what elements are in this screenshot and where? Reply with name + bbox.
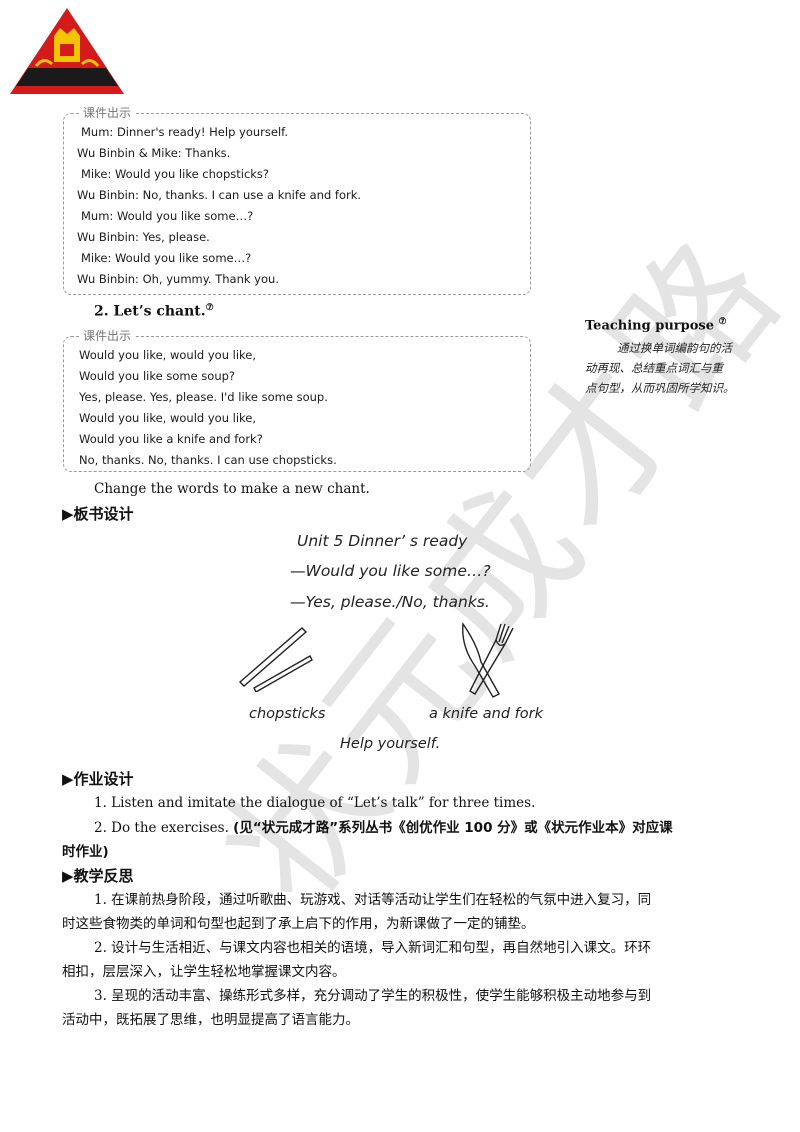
- teaching-purpose-line: 通过换单词编韵句的活: [617, 341, 732, 355]
- dialogue-line: Mum: Would you like some…?: [81, 209, 254, 223]
- board-line-question: —Would you like some…?: [290, 562, 491, 580]
- chopsticks-icon: [238, 627, 313, 692]
- homework-item-2-text: 2. Do the exercises.: [94, 820, 234, 836]
- dialogue-line: Mike: Would you like some…?: [81, 251, 252, 265]
- reflection-paragraph-1-cont: 时这些食物类的单词和句型也起到了承上启下的作用，为新课做了一定的铺垫。: [62, 916, 535, 932]
- footnote-mark: ⑦: [205, 303, 214, 313]
- chant-line: Would you like some soup?: [79, 369, 236, 383]
- homework-item-2: 2. Do the exercises. (见“状元成才路”系列丛书《创优作业 …: [94, 816, 673, 840]
- dialogue-line: Wu Binbin & Mike: Thanks.: [77, 146, 231, 160]
- chant-line: No, thanks. No, thanks. I can use chopst…: [79, 453, 337, 467]
- chant-line: Yes, please. Yes, please. I'd like some …: [79, 390, 328, 404]
- dialogue-line: Mike: Would you like chopsticks?: [81, 167, 270, 181]
- teaching-purpose-label: Teaching purpose: [585, 318, 714, 334]
- board-label-chopsticks: chopsticks: [249, 706, 326, 722]
- dialogue-line: Wu Binbin: Yes, please.: [77, 230, 210, 244]
- box-tag: 课件出示: [80, 327, 135, 344]
- board-line-help: Help yourself.: [340, 736, 441, 752]
- reflection-paragraph-1: 1. 在课前热身阶段，通过听歌曲、玩游戏、对话等活动让学生们在轻松的气氛中进入复…: [94, 892, 652, 908]
- board-label-knife-fork: a knife and fork: [429, 706, 543, 722]
- reflection-paragraph-3: 3. 呈现的活动丰富、操练形式多样，充分调动了学生的积极性，使学生能够积极主动地…: [94, 988, 652, 1004]
- chant-line: Would you like, would you like,: [79, 411, 257, 425]
- dialogue-line: Wu Binbin: Oh, yummy. Thank you.: [77, 272, 279, 286]
- change-words-text: Change the words to make a new chant.: [94, 481, 370, 497]
- dialogue-line: Mum: Dinner's ready! Help yourself.: [81, 125, 289, 139]
- board-design-heading: ▶板书设计: [62, 505, 134, 523]
- teaching-purpose-line: 点句型，从而巩固所学知识。: [585, 381, 735, 395]
- knife-and-fork-icon: [462, 622, 514, 698]
- teaching-purpose-line: 动再现、总结重点词汇与重: [585, 361, 723, 375]
- chant-line: Would you like a knife and fork?: [79, 432, 263, 446]
- homework-item-2-ref: (见“状元成才路”系列丛书《创优作业 100 分》或《状元作业本》对应课: [233, 820, 673, 836]
- board-line-answer: —Yes, please./No, thanks.: [290, 593, 490, 611]
- chant-title: 2. Let’s chant.: [94, 303, 206, 320]
- box-tag: 课件出示: [80, 104, 135, 121]
- chant-heading: 2. Let’s chant.⑦: [94, 303, 214, 320]
- board-line-title: Unit 5 Dinner’ s ready: [297, 532, 468, 550]
- teaching-purpose-text: 通过换单词编韵句的活 动再现、总结重点词汇与重 点句型，从而巩固所学知识。: [585, 338, 785, 398]
- publisher-logo: [10, 8, 124, 94]
- reflection-paragraph-2: 2. 设计与生活相近、与课文内容也相关的语境，导入新词汇和句型，再自然地引入课文…: [94, 940, 652, 956]
- dialogue-box: [63, 113, 531, 295]
- homework-item-1: 1. Listen and imitate the dialogue of “L…: [94, 795, 536, 811]
- teaching-purpose-title: Teaching purpose ⑦: [585, 317, 727, 333]
- reflection-paragraph-3-cont: 活动中，既拓展了思维，也明显提高了语言能力。: [62, 1012, 359, 1028]
- homework-item-2-end: 时作业): [62, 844, 109, 860]
- homework-heading: ▶作业设计: [62, 770, 134, 788]
- footnote-mark: ⑦: [718, 317, 727, 327]
- dialogue-line: Wu Binbin: No, thanks. I can use a knife…: [77, 188, 362, 202]
- chant-box: [63, 336, 531, 472]
- chant-line: Would you like, would you like,: [79, 348, 257, 362]
- reflection-paragraph-2-cont: 相扣，层层深入，让学生轻松地掌握课文内容。: [62, 964, 346, 980]
- reflection-heading: ▶教学反思: [62, 867, 134, 885]
